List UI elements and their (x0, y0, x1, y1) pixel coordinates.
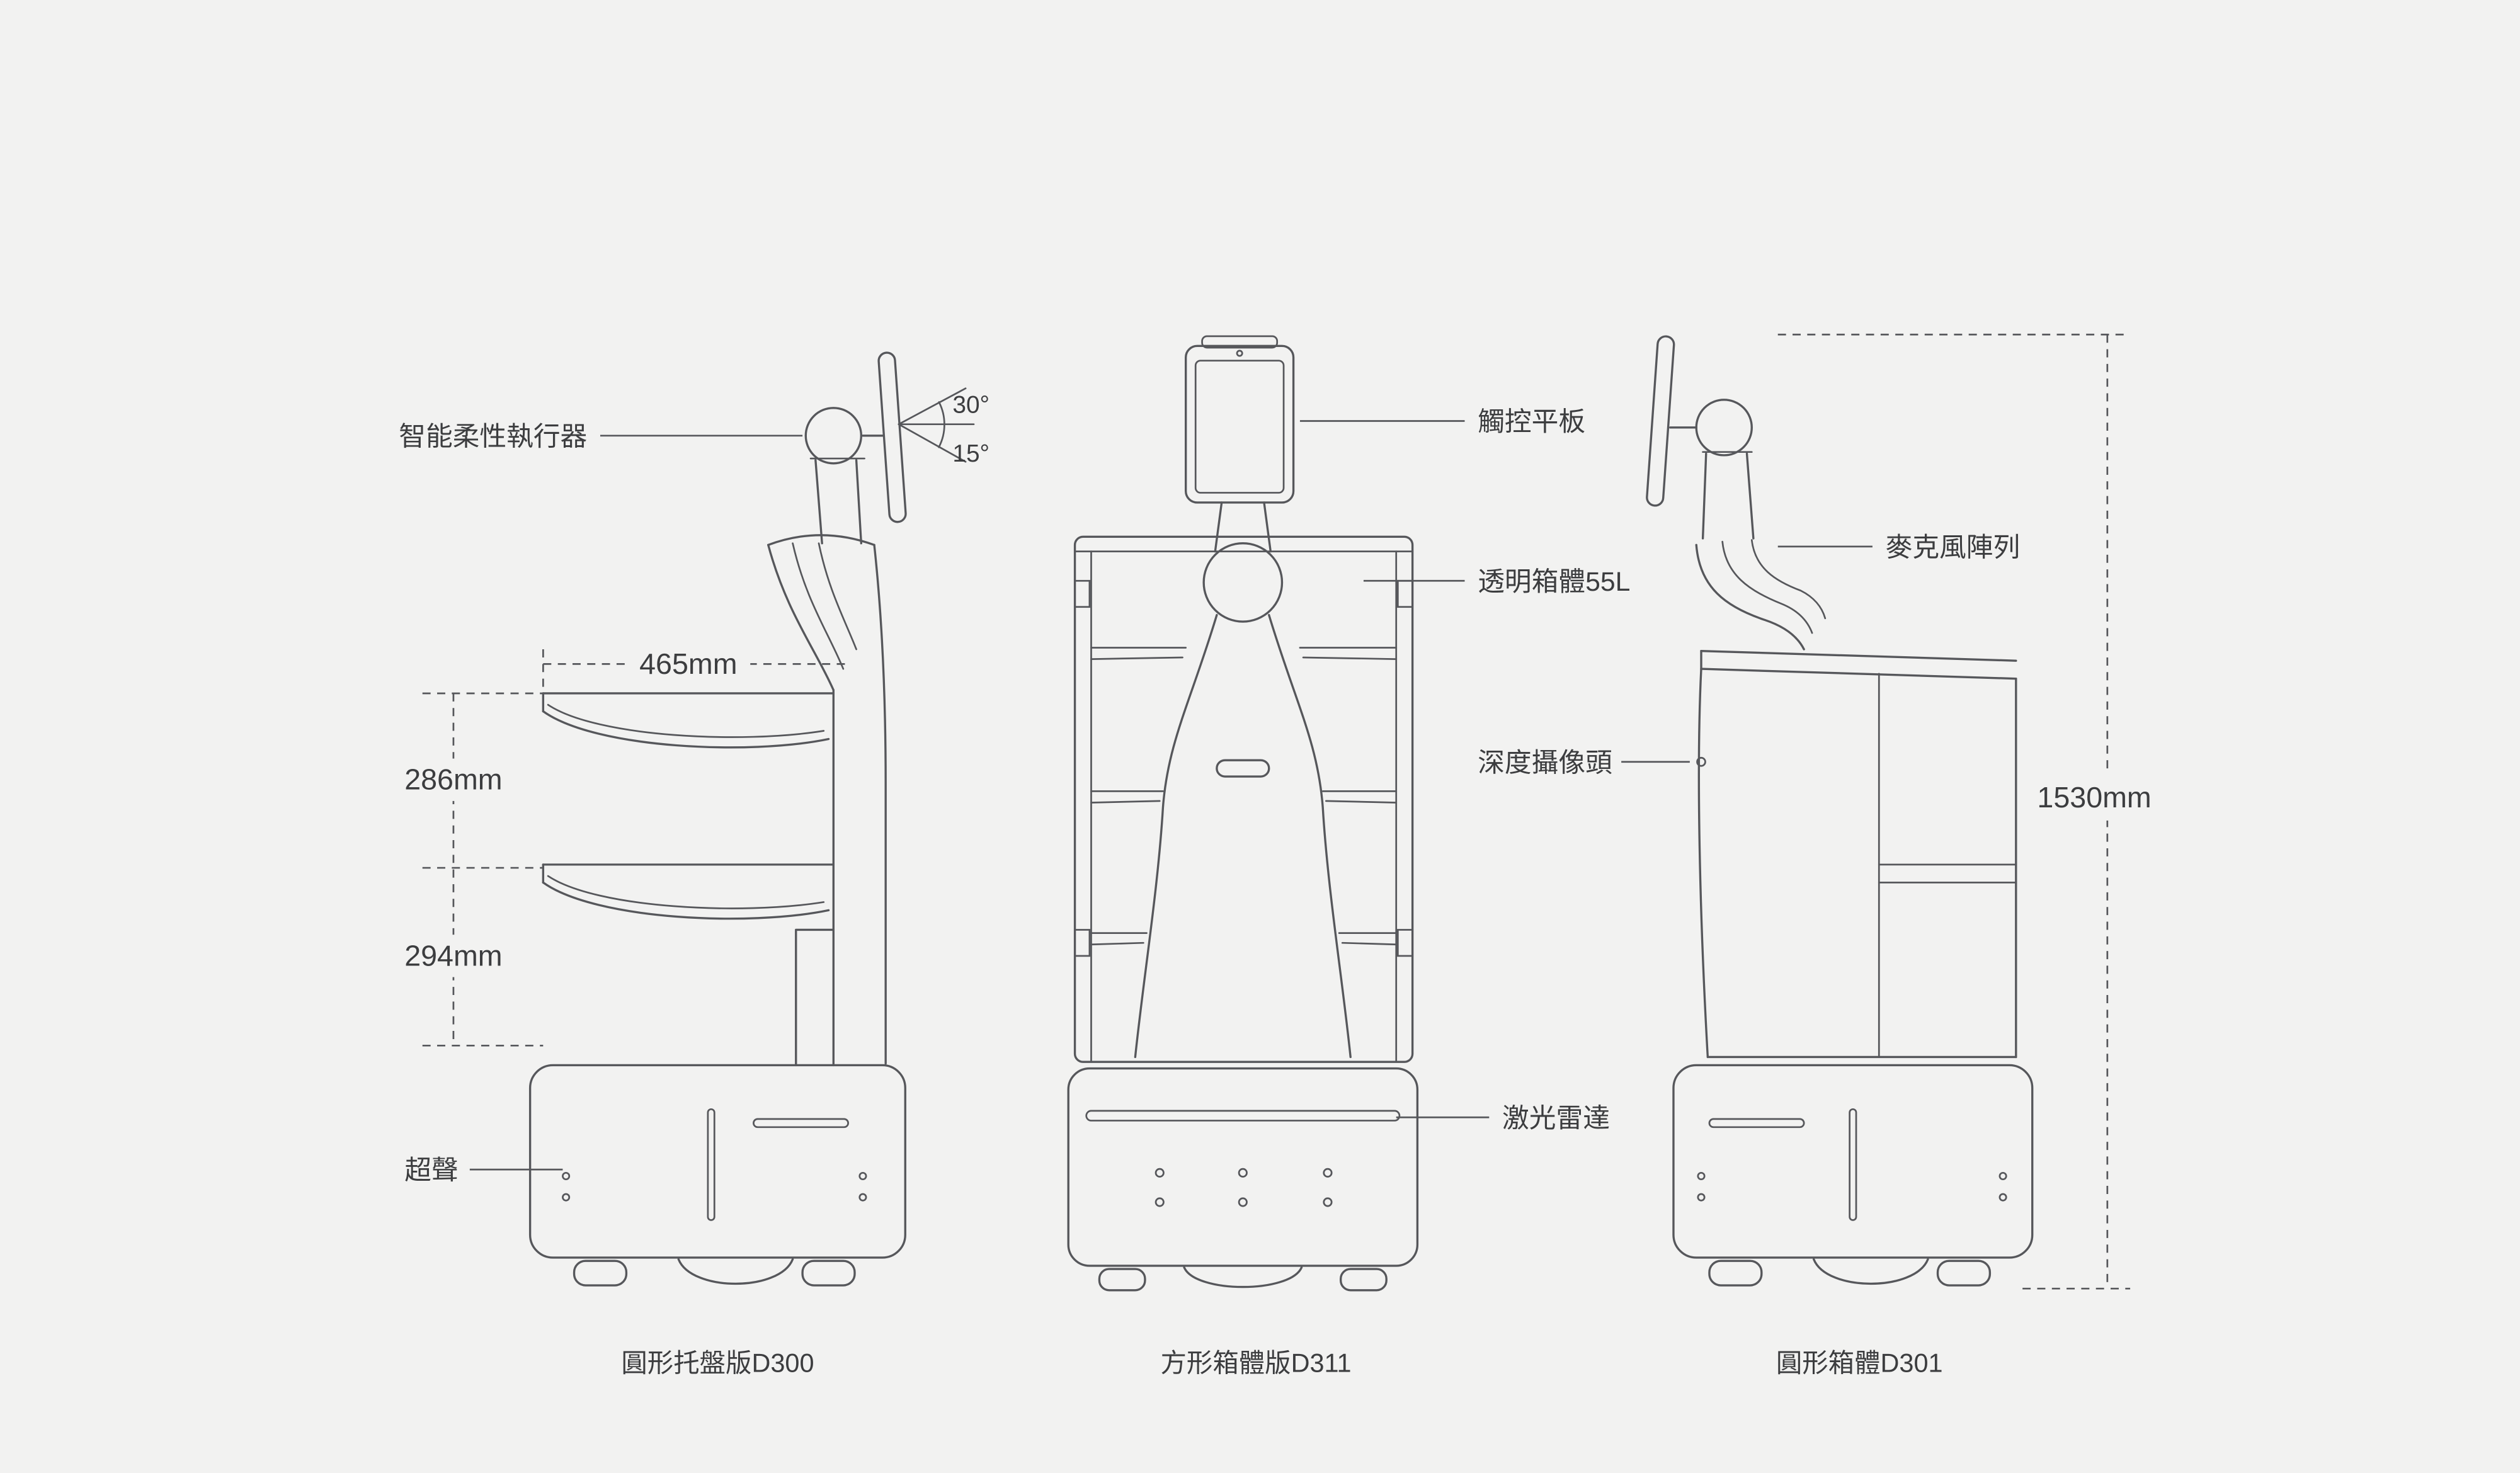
d301-neck-right (1745, 452, 1755, 540)
d300-ultrasonic-dot (562, 1193, 571, 1202)
d311-lidar-slot (1085, 1110, 1401, 1122)
d300-annotations: 智能柔性執行器 超聲 465mm 286mm 294mm (391, 421, 845, 1186)
dim-tray-width: 465mm (542, 642, 845, 692)
gap-lower-value: 294mm (404, 939, 502, 972)
robot-d301 (1646, 335, 2034, 1287)
depth-camera-label: 深度攝像頭 (1478, 748, 1612, 778)
d311-cabinet (1073, 535, 1414, 1063)
d311-shelves (1090, 647, 1398, 946)
d300-neck-left (814, 458, 823, 545)
total-height-value: 1530mm (2037, 781, 2151, 814)
mic-array-label: 麥克風陣列 (1886, 532, 2021, 562)
d300-neck-right (855, 458, 863, 545)
d301-wheels (1708, 1258, 1992, 1287)
caption-round-tray: 圓形托盤版D300 (621, 1348, 814, 1377)
actuator-label: 智能柔性執行器 (399, 421, 587, 452)
d301-screen-edge (1646, 335, 1675, 507)
d311-handle (1216, 759, 1270, 778)
d300-tray-lower (542, 863, 835, 920)
angle-upper-label: 30° (952, 392, 989, 419)
robot-d300: 30° 15° (528, 351, 989, 1287)
d300-screen-edge (877, 351, 907, 523)
d300-actuator-joint (804, 407, 863, 465)
d311-annotations: 觸控平板 透明箱體55L 激光雷達 深度攝像頭 (1299, 407, 1690, 1134)
d301-mast-cables (1695, 539, 1827, 651)
d300-ultrasonic-dot (562, 1171, 571, 1181)
d311-tablet (1184, 335, 1295, 504)
gap-upper-value: 286mm (404, 763, 502, 796)
d301-base-seam (1849, 1108, 1857, 1221)
dim-total-height: 1530mm (1777, 333, 2167, 1290)
d300-tilt-angle-fan: 30° 15° (898, 387, 989, 467)
d301-base-slot (1708, 1118, 1805, 1129)
caption-round-cabinet: 圓形箱體D301 (1776, 1348, 1943, 1377)
dim-tray-gaps: 286mm 294mm (391, 692, 544, 1047)
captions: 圓形托盤版D300 方形箱體版D311 圓形箱體D301 (621, 1348, 1942, 1377)
d300-wheels (573, 1258, 856, 1287)
robot-d311 (1067, 335, 1419, 1292)
d301-actuator-joint (1695, 399, 1753, 457)
d311-camera-dot (1236, 350, 1243, 357)
d311-neck-right (1263, 501, 1272, 553)
d300-base (528, 1064, 906, 1259)
angle-lower-label: 15° (952, 440, 989, 467)
d311-spine (1134, 613, 1352, 1059)
d301-base (1672, 1064, 2034, 1259)
d300-mast (767, 534, 887, 1067)
caption-square-cabinet: 方形箱體版D311 (1160, 1348, 1351, 1377)
transparent-cabinet-label: 透明箱體55L (1478, 567, 1630, 597)
d301-cabinet (1697, 649, 2017, 1059)
tray-width-value: 465mm (639, 647, 737, 680)
d300-base-slot (753, 1118, 849, 1129)
d300-ultrasonic-dot (858, 1193, 867, 1202)
d300-tray-upper (542, 692, 835, 749)
lidar-label: 激光雷達 (1502, 1103, 1610, 1134)
ultrasonic-label: 超聲 (404, 1156, 458, 1186)
d300-base-seam (707, 1108, 716, 1221)
d311-neck-left (1214, 501, 1223, 553)
d301-annotations: 麥克風陣列 1530mm (1777, 333, 2167, 1290)
touch-tablet-label: 觸控平板 (1478, 407, 1585, 437)
d311-wheels (1098, 1266, 1388, 1292)
d300-ultrasonic-dot (858, 1171, 867, 1181)
d311-base (1067, 1067, 1419, 1267)
d311-joint-circle (1202, 542, 1284, 623)
d301-depth-camera-dot (1696, 756, 1706, 767)
d301-neck-left (1701, 452, 1708, 540)
